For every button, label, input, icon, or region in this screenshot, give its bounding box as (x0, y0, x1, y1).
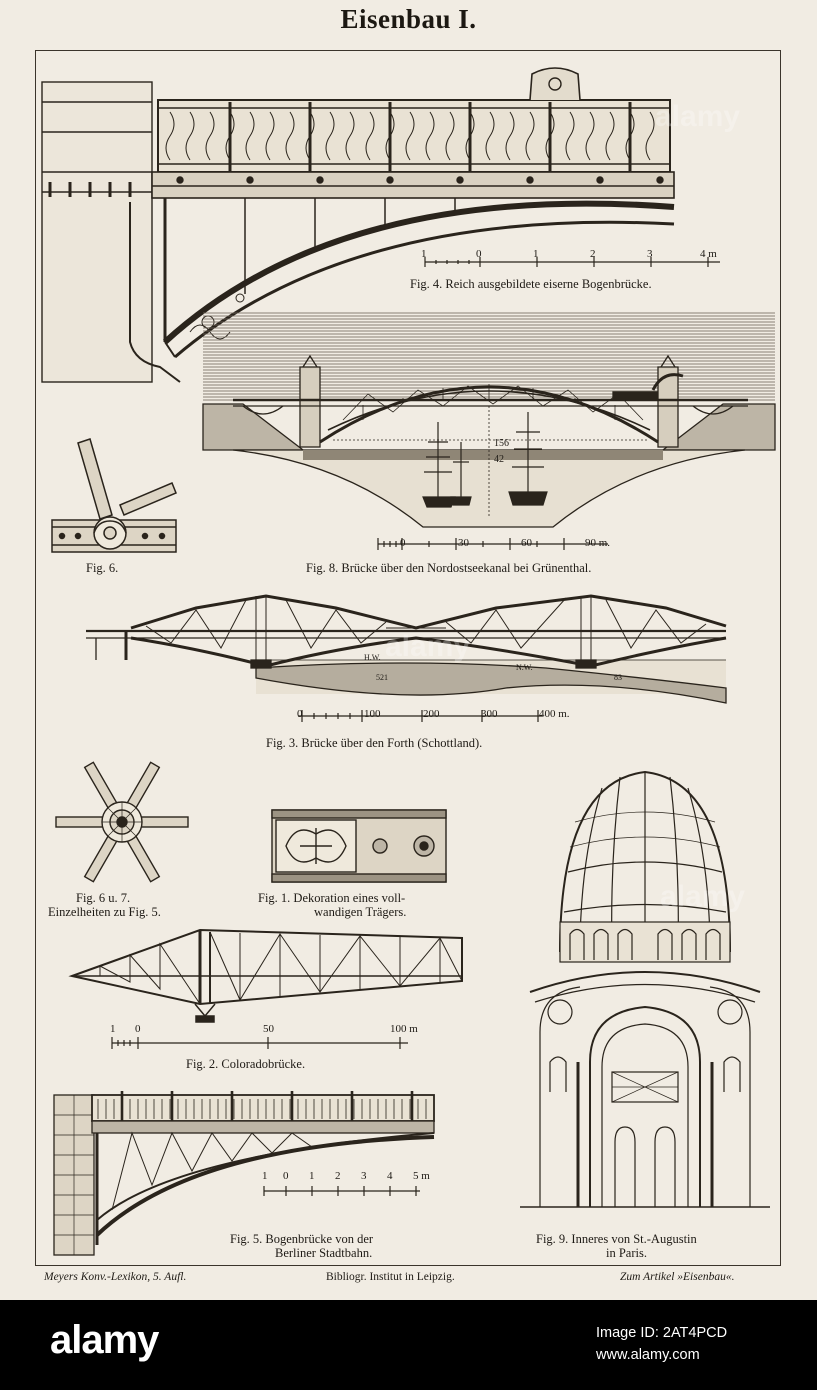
watermark-text: alamy (385, 630, 471, 663)
stock-bar (0, 1300, 817, 1390)
alamy-logo: alamy (50, 1318, 159, 1362)
fig2-scale-label: 50 (263, 1023, 274, 1035)
fig4-illustration (41, 67, 720, 383)
fig4-scale-label: 2 (590, 248, 596, 260)
plate: Eisenbau I. (0, 0, 817, 1300)
fig3-dim-83: 83 (614, 673, 622, 682)
fig5-scale-label: 5 m (413, 1170, 430, 1182)
fig3-scale-label: 400 m. (539, 708, 570, 720)
fig3-hw-label: H.W. (364, 653, 381, 662)
image-id: Image ID: 2AT4PCD (596, 1325, 728, 1341)
fig8-dim-156: 156 (494, 438, 509, 449)
fig8-scale-label: 60 (521, 537, 532, 549)
fig67-illustration (55, 761, 189, 883)
fig1-illustration (271, 809, 447, 883)
fig8-illustration: 156 42 (202, 312, 776, 528)
fig5-scale-label: 3 (361, 1170, 367, 1182)
fig3-scale-label: 300 (481, 708, 498, 720)
fig3-scale-label: 100 (364, 708, 381, 720)
fig3-nw-label: N.W. (516, 663, 533, 672)
stock-info: Image ID: 2AT4PCD www.alamy.com (596, 1322, 727, 1366)
fig3-scale-label: 0 (297, 708, 303, 720)
fig5-caption-line2: Berliner Stadtbahn. (275, 1246, 373, 1260)
fig8-scale-label: 90 m. (585, 537, 611, 549)
fig5-scale-label: 1 (309, 1170, 315, 1182)
stock-url: www.alamy.com (596, 1347, 700, 1363)
fig2-caption: Fig. 2. Coloradobrücke. (186, 1057, 306, 1071)
watermark-text: alamy (660, 880, 746, 913)
fig1-caption-line1: Fig. 1. Dekoration eines voll- (258, 891, 406, 905)
fig2-scale-label: 0 (135, 1023, 141, 1035)
fig5-scale-bar (263, 1186, 420, 1196)
fig5-caption-line1: Fig. 5. Bogenbrücke von der (230, 1232, 374, 1246)
fig2-scale-label: 100 m (390, 1023, 418, 1035)
fig3-dim-521: 521 (376, 673, 388, 682)
fig3-scale-label: 200 (423, 708, 440, 720)
fig8-scale-label: 30 (458, 537, 469, 549)
fig5-scale-label: 4 (387, 1170, 393, 1182)
fig8-caption: Fig. 8. Brücke über den Nordostseekanal … (306, 561, 592, 575)
fig4-scale-label: 4 m (700, 248, 717, 260)
fig9-caption-line1: Fig. 9. Inneres von St.-Augustin (536, 1232, 697, 1246)
fig9-illustration (520, 770, 770, 1208)
fig5-scale-label: 2 (335, 1170, 341, 1182)
fig6-caption: Fig. 6. (86, 561, 119, 575)
fig5-illustration (53, 1091, 435, 1256)
fig8-dim-42: 42 (494, 454, 504, 465)
fig8-scale-bar (377, 538, 608, 550)
fig6-illustration (51, 438, 177, 553)
footer-article: Zum Artikel »Eisenbau«. (620, 1271, 735, 1283)
fig1-caption-line2: wandigen Trägers. (314, 905, 407, 919)
fig3-scale-bar (298, 710, 542, 722)
plate-frame (35, 50, 781, 1266)
fig8-scale-label: 0 (400, 537, 406, 549)
fig4-scale-label: 1 (421, 248, 427, 260)
fig3-illustration: H.W. N.W. 521 83 (86, 594, 727, 704)
fig9-caption-line2: in Paris. (606, 1246, 647, 1260)
plate-title: Eisenbau I. (340, 4, 477, 34)
fig67-caption-line2: Einzelheiten zu Fig. 5. (48, 905, 161, 919)
fig2-scale-label: 1 (110, 1023, 116, 1035)
fig4-caption: Fig. 4. Reich ausgebildete eiserne Bogen… (410, 277, 652, 291)
watermark-text: alamy (655, 100, 741, 133)
fig4-scale-label: 0 (476, 248, 482, 260)
fig4-scale-label: 3 (647, 248, 653, 260)
footer-publisher: Bibliogr. Institut in Leipzig. (326, 1271, 455, 1283)
fig2-scale-bar (111, 1037, 408, 1049)
fig67-caption-line1: Fig. 6 u. 7. (76, 891, 131, 905)
fig5-scale-label: 1 (262, 1170, 268, 1182)
fig2-illustration (68, 928, 463, 1023)
fig5-scale-label: 0 (283, 1170, 289, 1182)
footer-source: Meyers Konv.-Lexikon, 5. Aufl. (44, 1271, 187, 1283)
fig4-scale-label: 1 (533, 248, 539, 260)
fig3-caption: Fig. 3. Brücke über den Forth (Schottlan… (266, 736, 483, 750)
